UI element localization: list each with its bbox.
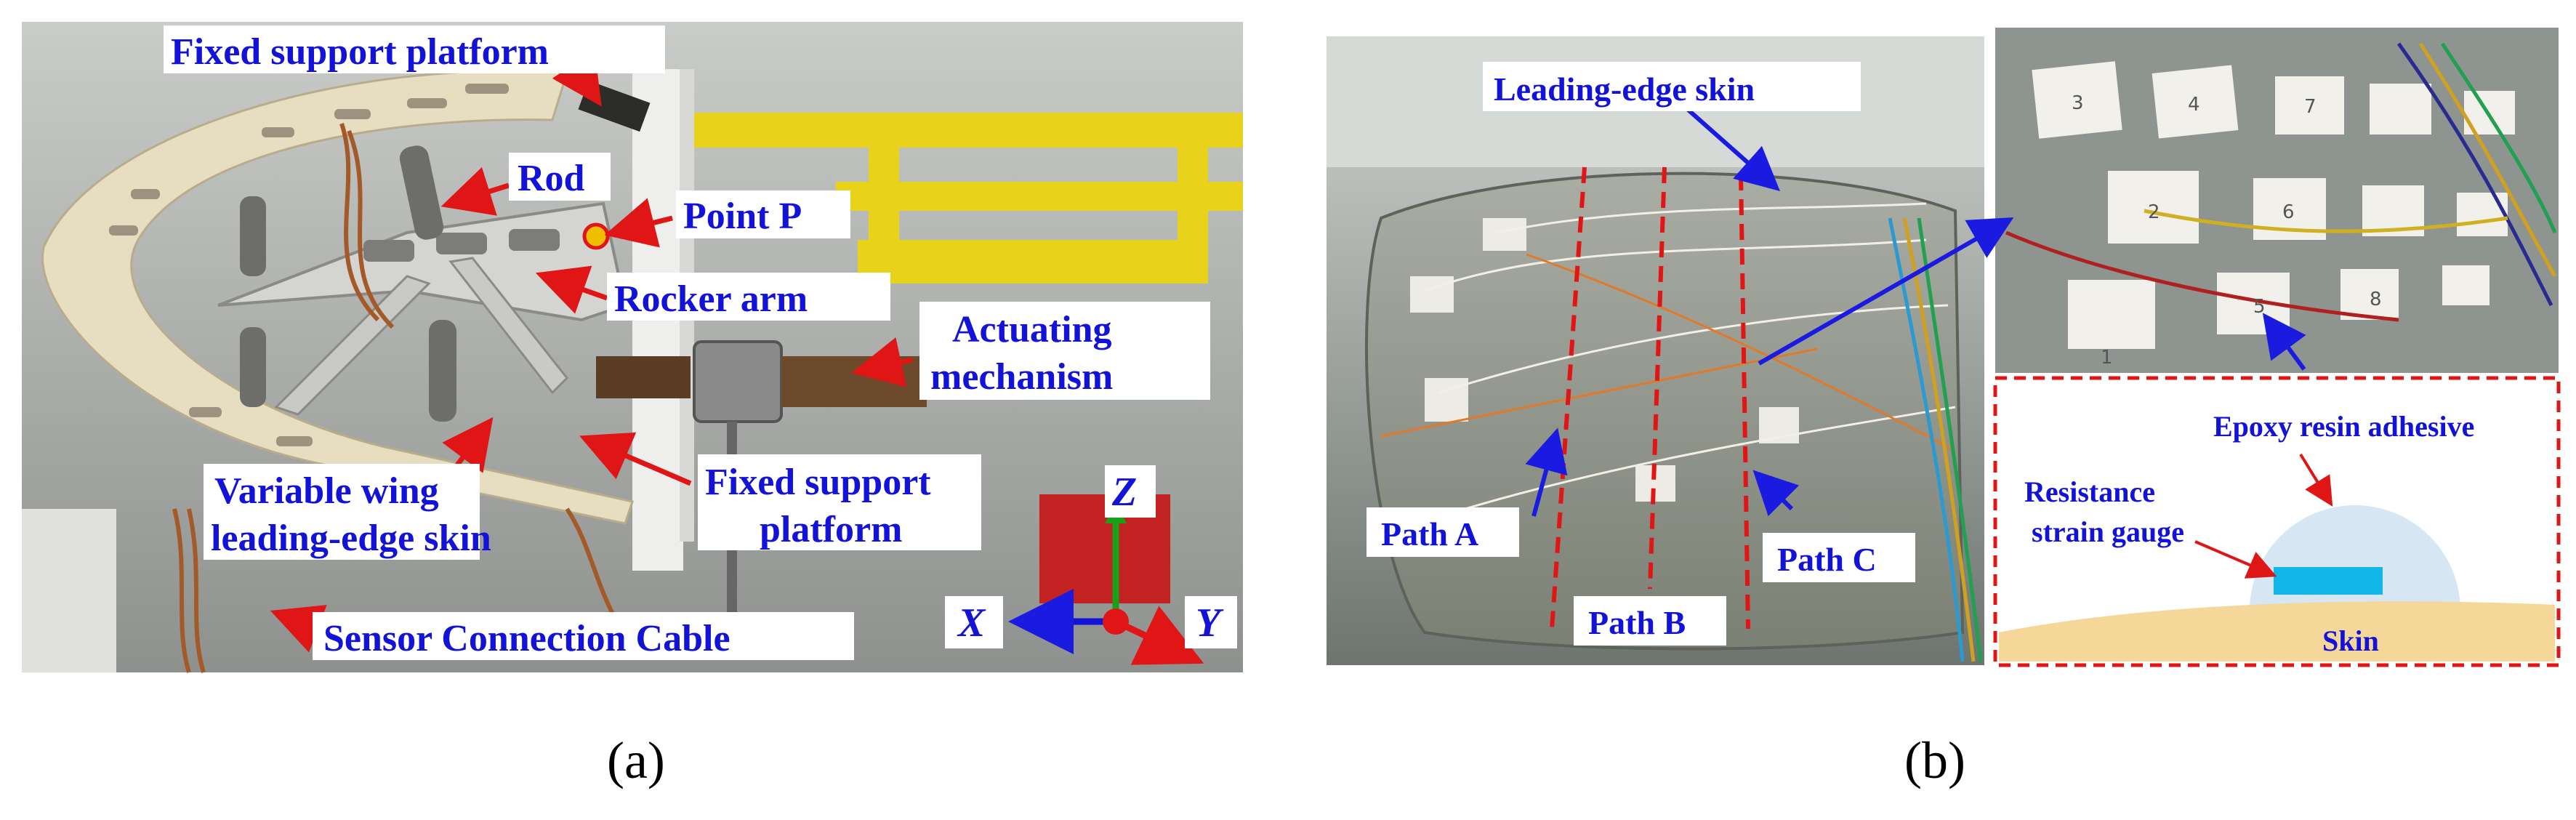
arrow-path-a (1525, 427, 1568, 517)
panel-b-labels: Leading-edge skin Path A Path B Path C (1367, 62, 1915, 646)
svg-text:6: 6 (2282, 201, 2295, 223)
svg-text:7: 7 (2304, 96, 2317, 118)
skin-layer (1999, 601, 2555, 662)
label-rod: Rod (518, 158, 585, 199)
rocker-arm-frame (217, 201, 627, 416)
measurement-paths (1550, 166, 1750, 630)
panel-a-labels: Fixed support platform Rod Point P Rocke… (164, 25, 1210, 660)
arrow-fixed-support-bottom (579, 432, 692, 486)
inset-resistance-line2: strain gauge (2032, 515, 2184, 548)
inset-resistance-line1: Resistance (2024, 475, 2155, 508)
arrow-rocker-arm (535, 265, 608, 314)
skin-slots (109, 84, 509, 446)
label-actuating-line1: Actuating (952, 309, 1112, 350)
label-point-p: Point P (683, 196, 802, 237)
label-variable-line1: Variable wing (214, 470, 439, 512)
label-path-b: Path B (1588, 604, 1686, 641)
label-variable-line2: leading-edge skin (211, 518, 491, 559)
panel-b-arrows (1525, 100, 2306, 517)
arrow-inset-to-photo (2262, 313, 2306, 371)
arrow-actuating (851, 337, 913, 387)
panel-b-closeup-photo: 1 2 3 4 5 6 7 8 (1995, 28, 2559, 373)
axis-origin (1103, 608, 1129, 635)
svg-text:5: 5 (2253, 296, 2266, 318)
svg-text:4: 4 (2188, 94, 2200, 116)
path-c-line (1739, 174, 1750, 630)
caption-a: (a) (607, 731, 665, 789)
strain-gauge-wires (1417, 202, 1956, 525)
path-a-line (1550, 166, 1587, 630)
lower-left-equipment (22, 509, 116, 672)
arrow-closeup (1758, 217, 2014, 366)
arrow-sensor-cable (270, 605, 327, 653)
label-rocker-arm: Rocker arm (614, 278, 808, 320)
arrow-epoxy (2299, 453, 2333, 507)
arrow-point-p (604, 198, 673, 248)
label-path-c: Path C (1777, 541, 1877, 578)
strain-gauge-inset: Epoxy resin adhesive Resistance strain g… (1993, 376, 2561, 667)
arrow-path-c (1752, 470, 1800, 517)
svg-text:2: 2 (2148, 201, 2160, 223)
label-fixed-support-line1: Fixed support (705, 462, 931, 503)
path-b-line (1648, 166, 1667, 590)
svg-text:3: 3 (2072, 92, 2084, 114)
label-fixed-support-top: Fixed support platform (171, 31, 549, 73)
strain-gauge-element (2274, 567, 2383, 595)
point-p-marker (582, 222, 610, 250)
svg-text:8: 8 (2370, 289, 2382, 310)
caption-b: (b) (1904, 731, 1965, 789)
coordinate-axes: X Z Y (945, 465, 1237, 665)
label-actuating-line2: mechanism (930, 356, 1113, 398)
arrow-resistance (2194, 540, 2277, 579)
axis-y-label: Y (1196, 600, 1224, 646)
closeup-wires (2005, 42, 2557, 322)
svg-text:1: 1 (2101, 347, 2113, 369)
rods (240, 145, 456, 422)
label-sensor-cable: Sensor Connection Cable (323, 618, 730, 659)
axis-x-label: X (957, 600, 986, 646)
label-path-a: Path A (1381, 515, 1478, 552)
arrow-leading-edge (1678, 100, 1780, 191)
axis-y-arrow (1114, 606, 1204, 665)
label-leading-edge-skin: Leading-edge skin (1494, 71, 1755, 108)
inset-skin-label: Skin (2322, 624, 2379, 657)
axis-z-label: Z (1111, 470, 1137, 515)
gauge-numbers: 1 2 3 4 5 6 7 8 (2072, 92, 2382, 369)
label-fixed-support-line2: platform (760, 509, 902, 550)
arrow-rod (440, 166, 510, 216)
inset-epoxy-label: Epoxy resin adhesive (2213, 410, 2474, 443)
